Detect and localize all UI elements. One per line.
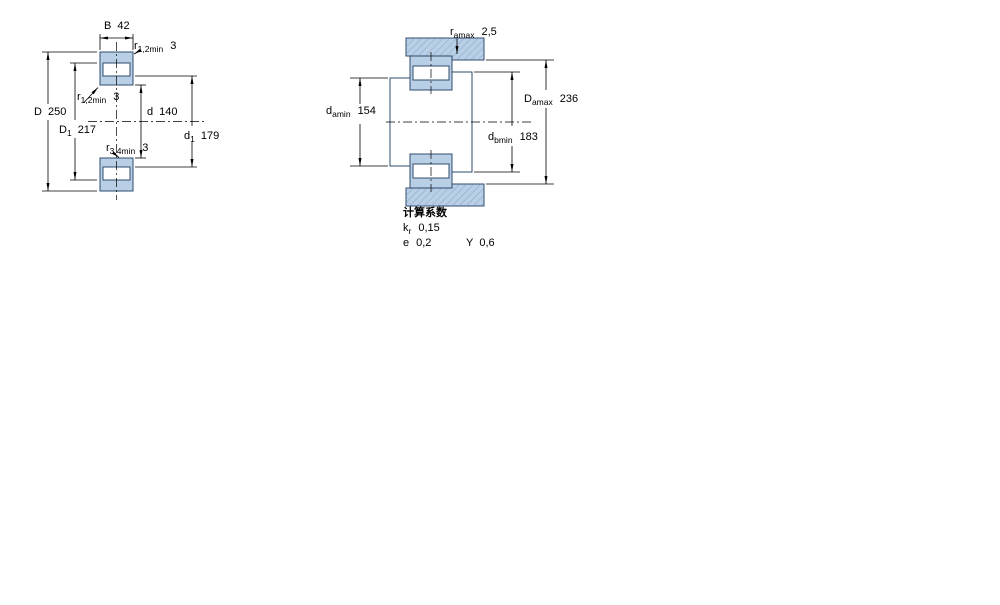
factors-heading: 计算系数 [403, 205, 448, 219]
housing-bottom-hatch [406, 184, 484, 206]
housing-top-hatch [406, 38, 484, 60]
